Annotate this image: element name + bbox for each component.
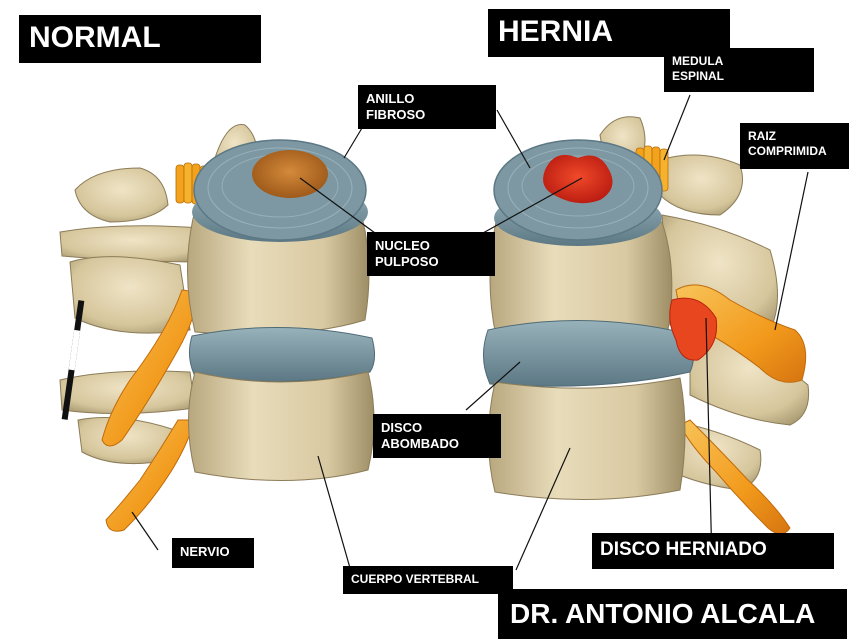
normal-superior-articular-process bbox=[74, 167, 169, 223]
hernia-top-disc bbox=[493, 139, 663, 246]
leader-raiz-comprimida bbox=[774, 171, 809, 331]
label-anillo-fibroso-line2: FIBROSO bbox=[366, 107, 426, 122]
label-disco-abombado-line2: ABOMBADO bbox=[381, 436, 459, 451]
leader-nucleo-pulposo-normal bbox=[299, 177, 376, 234]
hernia-spine-illustration bbox=[483, 116, 810, 535]
normal-middle-disc bbox=[188, 327, 376, 382]
normal-lower-vertebral-body bbox=[188, 371, 375, 481]
label-raiz-comprimida-line1: RAIZ bbox=[748, 129, 776, 143]
herniated-material bbox=[669, 297, 718, 361]
leader-cuerpo-vertebral-right bbox=[515, 447, 571, 571]
leader-lines bbox=[131, 94, 809, 571]
leader-anillo-fibroso bbox=[343, 127, 363, 159]
label-disco-herniado-text: DISCO HERNIADO bbox=[600, 539, 767, 560]
normal-nucleus bbox=[252, 150, 328, 198]
label-nervio: NERVIO bbox=[172, 538, 254, 568]
label-raiz-comprimida: RAIZ COMPRIMIDA bbox=[740, 123, 849, 169]
leader-anillo-fibroso-hernia bbox=[496, 109, 531, 169]
hernia-bulging-disc bbox=[483, 320, 694, 387]
leader-cuerpo-vertebral-left bbox=[317, 455, 351, 569]
label-nervio-text: NERVIO bbox=[180, 544, 230, 559]
heading-normal-text: NORMAL bbox=[29, 21, 161, 54]
label-cuerpo-vertebral: CUERPO VERTEBRAL bbox=[343, 566, 513, 594]
normal-top-disc bbox=[192, 139, 368, 242]
label-cuerpo-vertebral-text: CUERPO VERTEBRAL bbox=[351, 572, 480, 586]
leader-medula-espinal bbox=[663, 94, 691, 161]
normal-upper-nerve bbox=[101, 289, 199, 447]
normal-lamina bbox=[69, 256, 191, 334]
leader-disco-herniado bbox=[705, 317, 713, 566]
label-nucleo-pulposo-line2: PULPOSO bbox=[375, 254, 439, 269]
label-anillo-fibroso: ANILLO FIBROSO bbox=[358, 85, 496, 129]
label-nucleo-pulposo: NUCLEO PULPOSO bbox=[367, 232, 495, 276]
label-disco-abombado-line1: DISCO bbox=[381, 420, 423, 435]
leader-disco-abombado bbox=[465, 361, 521, 411]
label-disco-abombado: DISCO ABOMBADO bbox=[373, 414, 501, 458]
label-anillo-fibroso-line1: ANILLO bbox=[366, 91, 415, 106]
label-medula-espinal-line2: ESPINAL bbox=[672, 69, 725, 83]
author-credit: DR. ANTONIO ALCALA bbox=[498, 589, 847, 639]
normal-upper-transverse-process bbox=[59, 225, 206, 263]
label-medula-espinal: MEDULA ESPINAL bbox=[664, 48, 814, 92]
normal-lower-nerve bbox=[105, 419, 195, 532]
label-raiz-comprimida-line2: COMPRIMIDA bbox=[748, 144, 827, 158]
normal-spine-illustration bbox=[59, 124, 376, 532]
leader-nervio bbox=[131, 511, 159, 551]
hernia-nucleus bbox=[543, 154, 613, 204]
heading-hernia-text: HERNIA bbox=[498, 15, 614, 48]
hernia-lower-vertebral-body bbox=[488, 377, 686, 500]
author-credit-text: DR. ANTONIO ALCALA bbox=[510, 598, 816, 629]
label-nucleo-pulposo-line1: NUCLEO bbox=[375, 238, 430, 253]
label-disco-herniado: DISCO HERNIADO bbox=[592, 533, 834, 569]
heading-normal: NORMAL bbox=[19, 15, 261, 63]
hernia-upper-process bbox=[659, 154, 743, 216]
leader-nucleo-pulposo-hernia bbox=[482, 177, 583, 234]
label-medula-espinal-line1: MEDULA bbox=[672, 54, 724, 68]
